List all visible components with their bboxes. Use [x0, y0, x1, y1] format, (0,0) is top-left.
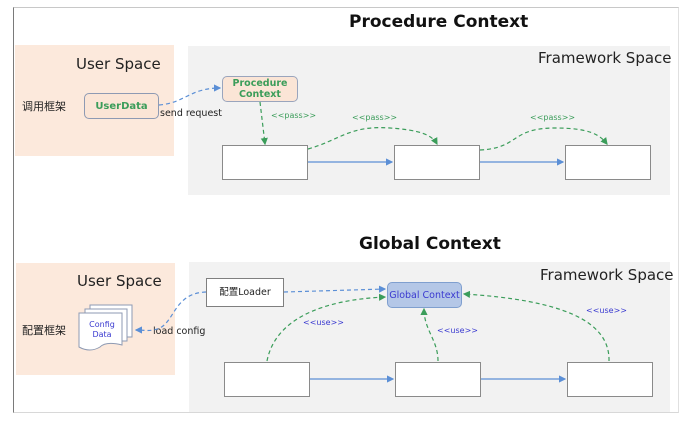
diagram-frame — [13, 7, 679, 413]
pass-label-2: <<pass>> — [352, 113, 398, 122]
use-label-2: <<use>> — [437, 326, 478, 335]
config-data-document-icon[interactable] — [76, 303, 136, 353]
procedure-stage-box-3[interactable] — [565, 145, 651, 180]
global-stage-box-2[interactable] — [395, 362, 481, 397]
global-stage-box-1[interactable] — [224, 362, 310, 397]
pass-label-3: <<pass>> — [530, 113, 576, 122]
procedure-stage-box-2[interactable] — [394, 145, 480, 180]
config-data-node: Config Data — [89, 320, 115, 339]
load-config-label: load config — [153, 326, 206, 337]
procedure-framework-space-label: Framework Space — [538, 49, 672, 67]
loader-to-context-arrow — [283, 285, 387, 293]
send-request-label: send request — [160, 108, 222, 119]
send-request-arrow — [158, 84, 222, 106]
pass-arrow-3 — [479, 127, 608, 151]
load-config-arrow — [134, 291, 207, 334]
use-arrow-2 — [420, 307, 439, 362]
caller-label: 调用框架 — [22, 100, 66, 113]
config-loader-node[interactable]: 配置Loader — [206, 278, 284, 307]
global-framework-space-label: Framework Space — [540, 266, 674, 284]
procedure-user-space-label: User Space — [76, 55, 161, 73]
userdata-node[interactable]: UserData — [84, 93, 159, 119]
procedure-context-title: Procedure Context — [349, 12, 529, 32]
use-label-3: <<use>> — [586, 306, 627, 315]
pass-arrow-2 — [307, 127, 438, 150]
global-user-space-label: User Space — [77, 272, 162, 290]
pass-arrow-1 — [259, 101, 268, 146]
pass-label-1: <<pass>> — [271, 111, 317, 120]
use-arrow-1 — [266, 293, 387, 362]
config-framework-label: 配置框架 — [22, 324, 66, 337]
global-context-title: Global Context — [359, 234, 501, 254]
procedure-stage-box-1[interactable] — [222, 145, 308, 180]
global-stage-box-3[interactable] — [567, 362, 653, 397]
procedure-context-node[interactable]: Procedure Context — [222, 76, 298, 102]
use-label-1: <<use>> — [303, 318, 344, 327]
use-arrow-3 — [462, 290, 610, 362]
global-context-node[interactable]: Global Context — [387, 282, 462, 308]
